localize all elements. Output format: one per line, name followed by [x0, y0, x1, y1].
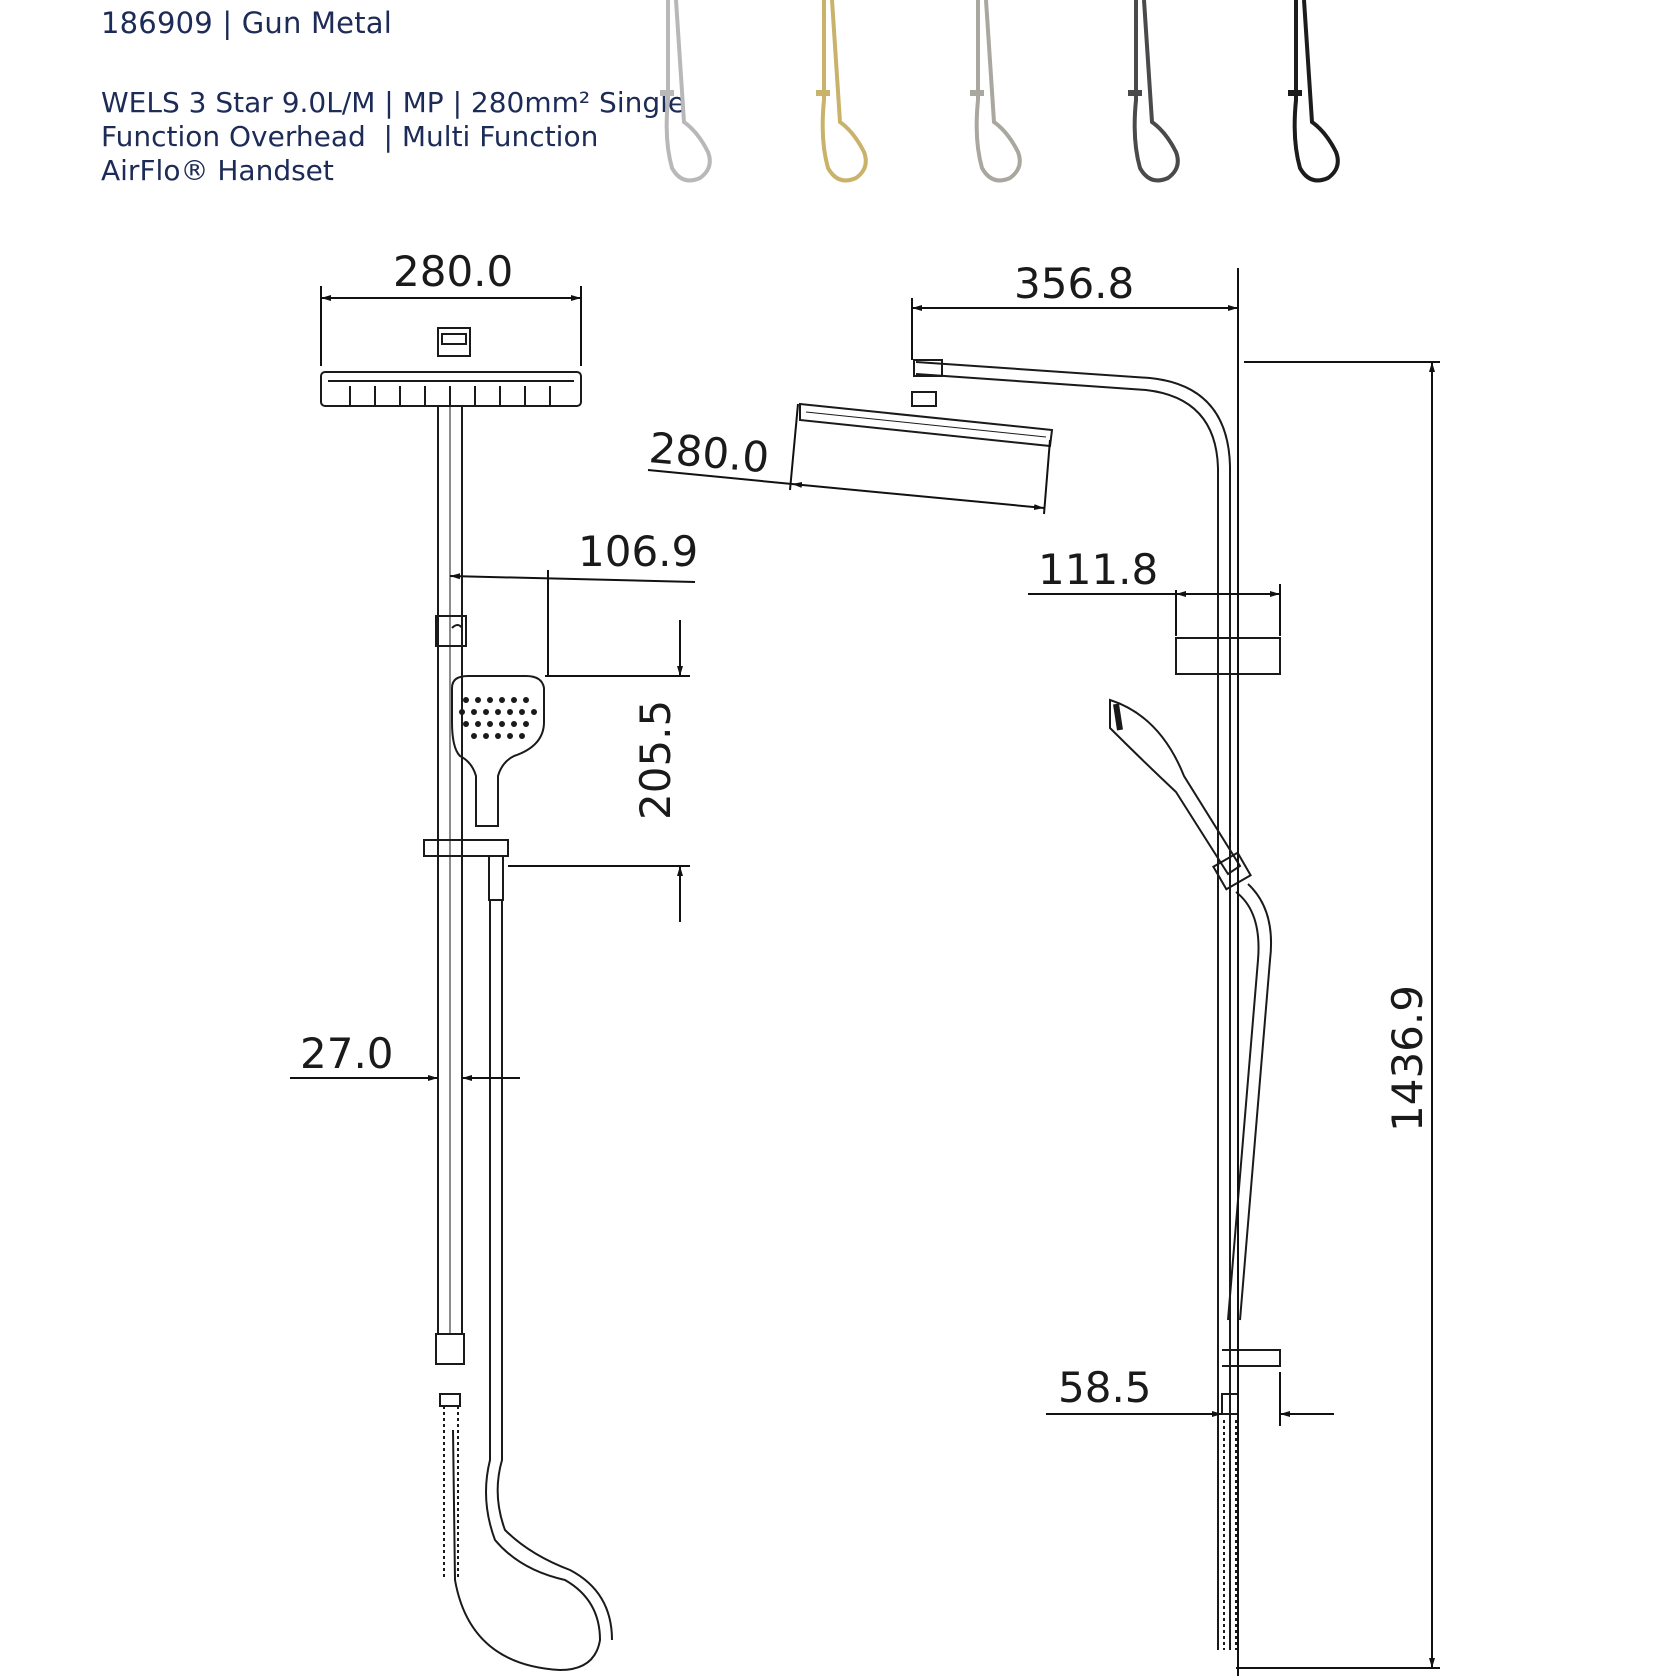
- side-base-depth-label: 58.5: [1058, 1363, 1152, 1412]
- gun-metal-variant: [1128, 0, 1180, 183]
- shower-arm-inner: [915, 373, 1219, 1650]
- diverter-lever: [451, 624, 463, 629]
- side-overhead-ext-right: [1043, 439, 1051, 515]
- diverter-knob: [435, 615, 467, 647]
- side-view: [799, 359, 1281, 1650]
- brushed-gold-variant: [816, 0, 868, 183]
- side-handset-face: [1113, 703, 1123, 731]
- side-overhead-face: [805, 411, 1047, 438]
- dim-side-overhead-leader: [647, 469, 793, 485]
- overhead-nozzle-ribs: [349, 386, 551, 406]
- connector-detail: [441, 333, 467, 345]
- overhead-connector: [437, 327, 471, 357]
- rail-base-fitting: [435, 1333, 465, 1365]
- front-view: [320, 327, 613, 1672]
- dim-side-overhead-line: [791, 481, 1045, 511]
- side-base-bracket: [1222, 1349, 1281, 1367]
- description-line-3: AirFlo® Handset: [101, 154, 334, 187]
- side-handset: [1109, 698, 1242, 876]
- side-arm-reach-label: 356.8: [1014, 259, 1134, 308]
- side-hose-inner: [1227, 891, 1260, 1321]
- product-title: 186909 | Gun Metal: [101, 6, 393, 40]
- matte-black-variant: [1288, 0, 1340, 183]
- finish-thumbnails: [660, 0, 1340, 183]
- front-dimensions: [290, 286, 696, 1081]
- side-total-height-label: 1436.9: [1383, 985, 1432, 1132]
- side-overhead-ext-left: [789, 403, 799, 491]
- handset: [451, 675, 545, 827]
- handset-spray-dots: [459, 697, 537, 739]
- description-line-1: WELS 3 Star 9.0L/M | MP | 280mm² Single: [101, 86, 686, 119]
- inlet-connector: [439, 1393, 461, 1407]
- side-overhead-width-label: 280.0: [647, 423, 771, 482]
- hose-connector: [488, 855, 504, 901]
- description-line-2: Function Overhead | Multi Function: [101, 120, 599, 153]
- side-hose: [1239, 883, 1273, 1321]
- front-handset-offset-label: 106.9: [578, 527, 698, 576]
- dim-handset-offset-line: [449, 573, 696, 583]
- hose-inner: [496, 900, 613, 1641]
- side-dimensions: [647, 268, 1440, 1676]
- head-swivel: [911, 391, 937, 407]
- front-handset-height-label: 205.5: [631, 700, 680, 820]
- side-handset-bracket: [1175, 637, 1281, 675]
- arm-joint: [913, 359, 943, 377]
- shower-arm-outer: [915, 361, 1231, 1650]
- hose: [452, 900, 602, 1672]
- front-rail-diameter-label: 27.0: [300, 1029, 394, 1078]
- front-overhead-width-label: 280.0: [393, 247, 513, 296]
- handset-bracket: [423, 839, 509, 857]
- brushed-nickel-variant: [970, 0, 1022, 183]
- product-description: WELS 3 Star 9.0L/M | MP | 280mm² Single …: [101, 86, 685, 188]
- side-bracket-depth-label: 111.8: [1038, 545, 1158, 594]
- chrome-variant: [660, 0, 712, 183]
